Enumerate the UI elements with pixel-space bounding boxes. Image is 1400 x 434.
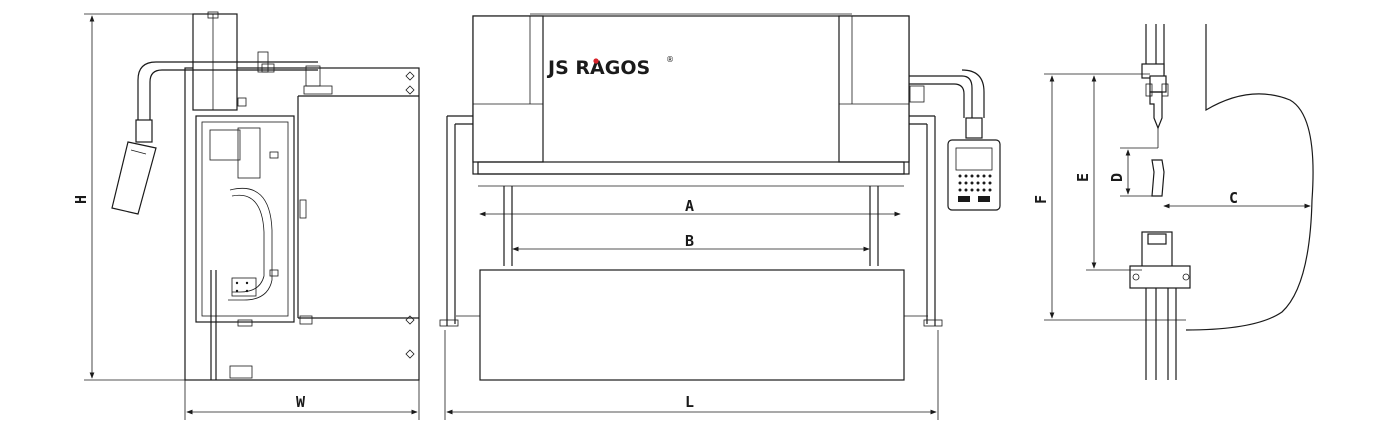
front-view: JS RAGOS ® A B bbox=[439, 13, 1001, 420]
throat-view: F E D C bbox=[1032, 24, 1314, 380]
dim-label-b: B bbox=[685, 232, 694, 250]
side-view: H W bbox=[72, 11, 420, 420]
brand-name-prefix: JS bbox=[546, 57, 575, 79]
brand-name-r: R bbox=[575, 57, 590, 79]
control-pendant bbox=[947, 139, 1001, 211]
svg-text:JS RAGOS: JS RAGOS bbox=[546, 57, 650, 79]
dim-label-f: F bbox=[1032, 195, 1050, 204]
brand-name-suffix: AGOS bbox=[590, 57, 650, 79]
dim-label-d: D bbox=[1108, 173, 1126, 182]
dim-label-l: L bbox=[685, 393, 694, 411]
brand-accent-dot bbox=[593, 58, 599, 64]
brand-registered-mark: ® bbox=[666, 55, 674, 64]
dim-label-c: C bbox=[1229, 189, 1238, 207]
dim-label-h: H bbox=[72, 195, 90, 204]
dim-label-w: W bbox=[296, 393, 306, 411]
dim-label-a: A bbox=[685, 197, 694, 215]
pendant-keypad bbox=[958, 174, 992, 202]
dim-label-e: E bbox=[1074, 173, 1092, 182]
